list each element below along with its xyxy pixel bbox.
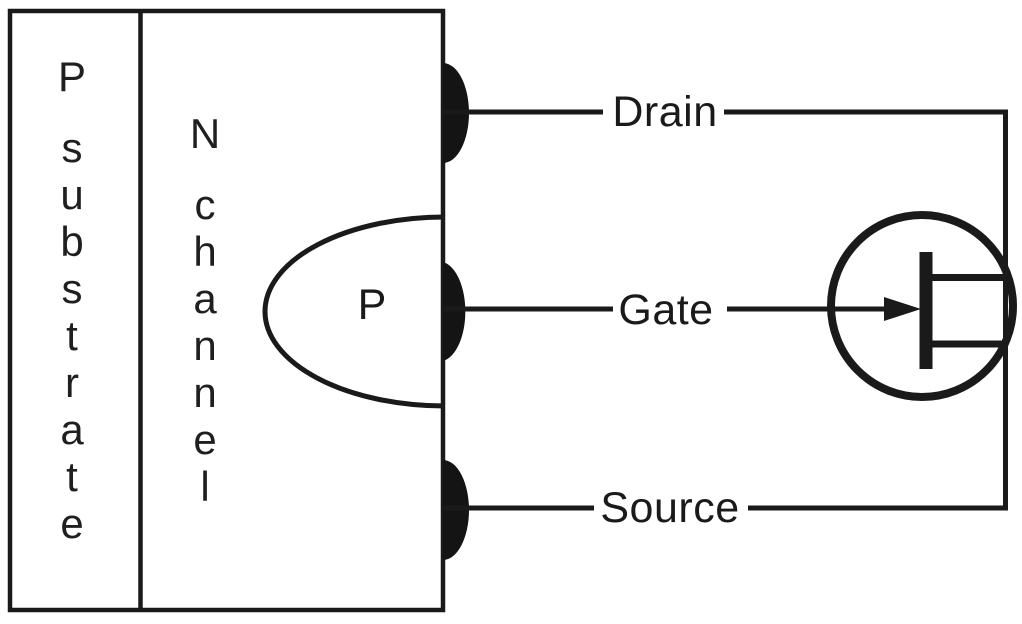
gate-arrow-icon [884,297,921,321]
p-region-label: P [357,280,387,329]
jfet-symbol-circle [827,211,1017,401]
p-region-boundary [262,214,446,409]
jfet-channel-bar [919,252,933,369]
source-label: Source [596,484,744,532]
gate-label: Gate [614,286,718,334]
drain-label: Drain [608,88,722,136]
drain-source-outer-wire [724,109,1008,511]
